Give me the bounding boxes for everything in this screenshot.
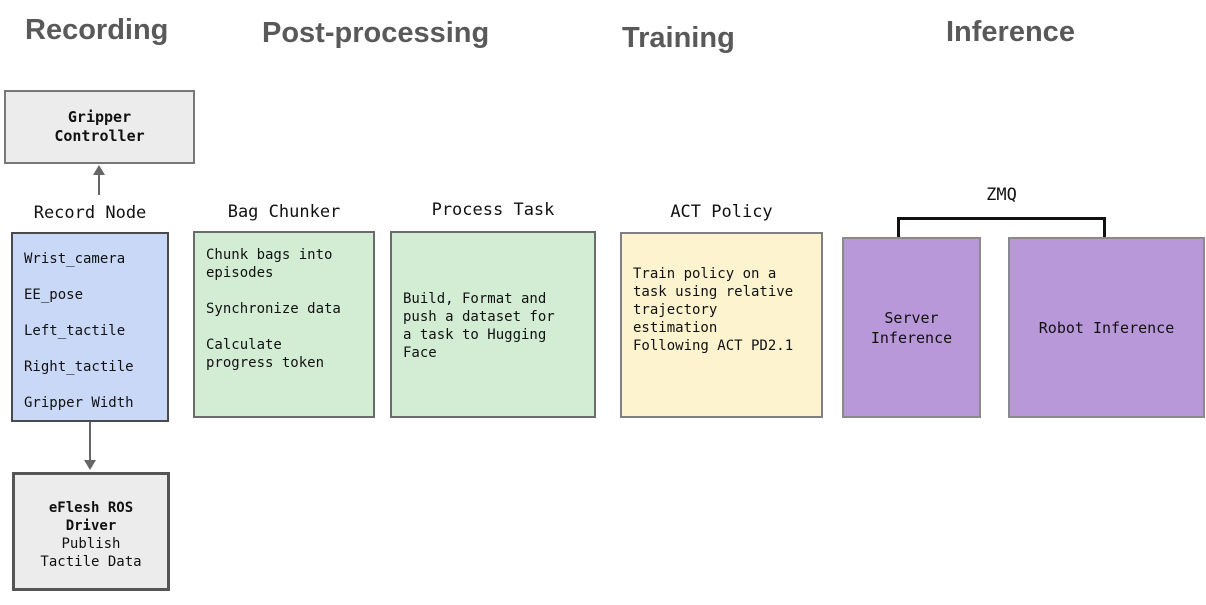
record-node-items: Wrist_camera EE_pose Left_tactile Right_… (13, 234, 167, 412)
bag-chunker-items: Chunk bags into episodes Synchronize dat… (195, 233, 373, 372)
bag-chunker-item: Chunk bags into episodes (206, 247, 333, 281)
arrow-up-head (93, 165, 105, 175)
act-policy-box: Train policy on a task using relative tr… (620, 232, 823, 418)
eflesh-driver-subtitle: Publish Tactile Data (40, 536, 142, 570)
server-inference-box: Server Inference (842, 237, 981, 418)
zmq-bracket-left-leg (897, 217, 900, 237)
record-node-item: Left_tactile (24, 323, 126, 339)
process-task-box: Build, Format and push a dataset for a t… (390, 231, 596, 418)
gripper-controller-box: Gripper Controller (4, 90, 195, 164)
zmq-label: ZMQ (986, 185, 1017, 205)
eflesh-driver-box: eFlesh ROS Driver Publish Tactile Data (12, 472, 170, 591)
process-task-label: Process Task (431, 200, 555, 220)
record-node-item: Gripper Width (24, 395, 134, 411)
record-node-item: EE_pose (24, 287, 84, 303)
record-node-item: Right_tactile (24, 359, 134, 375)
arrow-down-head (84, 460, 96, 470)
act-policy-body: Train policy on a task using relative tr… (633, 266, 794, 354)
section-header-recording: Recording (25, 14, 169, 46)
bag-chunker-label: Bag Chunker (227, 202, 341, 222)
record-node-box: Wrist_camera EE_pose Left_tactile Right_… (11, 232, 169, 422)
record-node-item: Wrist_camera (24, 251, 126, 267)
robot-inference-box: Robot Inference (1008, 237, 1205, 418)
record-node-label: Record Node (33, 203, 147, 223)
section-header-training: Training (622, 22, 735, 54)
arrow-up-line (98, 174, 100, 195)
process-task-body: Build, Format and push a dataset for a t… (403, 291, 555, 361)
zmq-bracket-horizontal (897, 217, 1106, 220)
bag-chunker-item: Calculate progress token (206, 337, 325, 371)
section-header-inference: Inference (946, 16, 1075, 48)
zmq-bracket-right-leg (1103, 217, 1106, 242)
eflesh-driver-title: eFlesh ROS Driver (48, 500, 134, 534)
arrow-down-line (89, 422, 91, 461)
bag-chunker-box: Chunk bags into episodes Synchronize dat… (193, 231, 375, 418)
act-policy-label: ACT Policy (670, 202, 773, 222)
section-header-post-processing: Post-processing (262, 17, 490, 49)
bag-chunker-item: Synchronize data (206, 301, 341, 317)
